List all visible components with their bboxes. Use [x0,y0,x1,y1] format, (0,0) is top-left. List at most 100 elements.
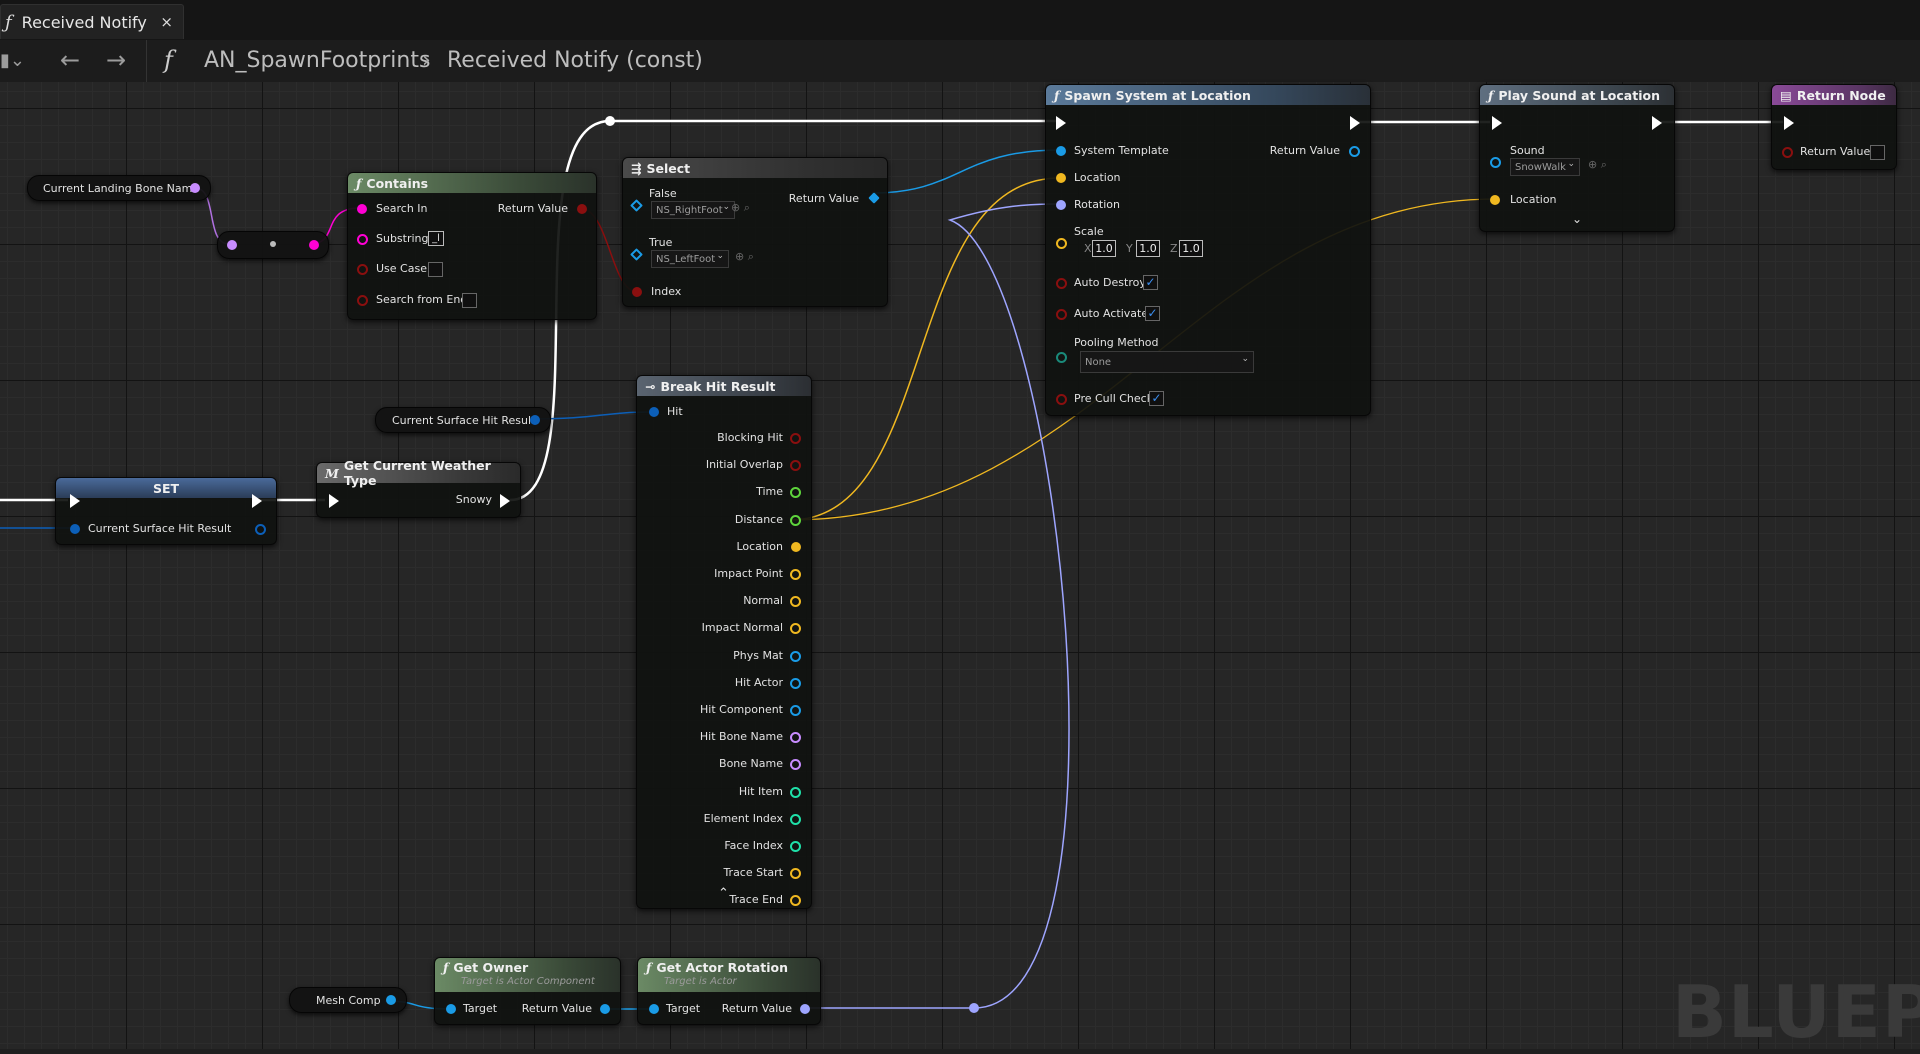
exec-out-pin[interactable] [500,494,510,508]
select-node[interactable]: ⇶Select False NS_RightFoot⌄ ⊕ ⌕ True NS_… [622,157,888,307]
exec-in-pin[interactable] [329,494,339,508]
output-pin[interactable] [790,786,801,798]
browse-icon[interactable]: ⊕ ⌕ [731,201,750,214]
struct-pin[interactable] [649,407,659,417]
object-pin[interactable] [630,248,643,261]
breadcrumb-graph[interactable]: Received Notify (const) [447,48,703,73]
output-pin[interactable] [790,705,801,716]
enum-pin[interactable] [1056,352,1067,363]
struct-pin[interactable] [530,415,540,425]
string-pin[interactable] [357,234,368,245]
object-output-pin[interactable] [868,192,880,204]
vector-pin[interactable] [1490,195,1500,205]
bool-pin[interactable] [357,295,368,306]
chevron-down-icon[interactable]: ⌄ [1572,212,1583,226]
vector-pin[interactable] [1056,173,1066,183]
auto-destroy-checkbox[interactable]: ✓ [1143,275,1158,290]
use-case-checkbox[interactable] [428,262,443,277]
bool-pin[interactable] [357,264,368,275]
scale-x-input[interactable]: 1.0 [1092,240,1116,257]
chevron-up-icon[interactable]: ⌃ [718,886,729,901]
true-asset-picker[interactable]: NS_LeftFoot⌄ [651,250,729,268]
output-pin[interactable] [790,569,801,580]
object-output-pin[interactable] [600,1004,610,1014]
name-input-pin[interactable] [227,240,237,250]
conversion-node[interactable] [217,231,329,259]
string-output-pin[interactable] [309,240,319,250]
bool-pin[interactable] [632,287,642,297]
object-pin[interactable] [446,1004,456,1014]
output-pin[interactable] [790,596,801,608]
output-pin[interactable] [790,487,801,499]
output-pin[interactable] [790,895,801,907]
output-pin[interactable] [790,433,801,444]
output-pin[interactable] [790,460,801,472]
exec-out-pin[interactable] [252,494,262,508]
back-arrow-icon[interactable]: ← [60,46,81,74]
bool-output-pin[interactable] [577,204,587,214]
exec-out-pin[interactable] [1652,116,1662,130]
exec-in-pin[interactable] [70,494,80,508]
exec-out-pin[interactable] [1350,116,1360,130]
exec-in-pin[interactable] [1492,116,1502,130]
scale-y-input[interactable]: 1.0 [1136,240,1160,257]
substring-input[interactable]: _l [428,231,444,246]
bone-name-variable-node[interactable]: Current Landing Bone Name [27,175,211,201]
output-pin[interactable] [790,514,801,526]
struct-pin[interactable] [70,524,80,534]
set-node[interactable]: SET Current Surface Hit Result [55,477,277,545]
object-pin[interactable] [630,199,643,212]
object-output-pin[interactable] [1349,146,1360,157]
close-icon[interactable]: × [160,13,173,31]
return-value-checkbox[interactable] [1870,145,1885,160]
pooling-method-dropdown[interactable]: None⌄ [1080,351,1254,373]
exec-in-pin[interactable] [1056,116,1066,130]
scale-z-input[interactable]: 1.0 [1179,240,1203,257]
rotator-output-pin[interactable] [800,1004,810,1014]
bool-pin[interactable] [1056,394,1067,405]
hit-result-variable-node[interactable]: Current Surface Hit Result [375,407,551,433]
browse-icon[interactable]: ⊕ ⌕ [735,250,754,263]
exec-in-pin[interactable] [1784,116,1794,130]
mesh-comp-variable-node[interactable]: Mesh Comp [289,987,407,1013]
tab-received-notify[interactable]: ƒ Received Notify × [0,4,184,39]
rotator-pin[interactable] [1056,200,1066,210]
sound-asset-picker[interactable]: SnowWalk⌄ [1510,158,1580,176]
output-pin[interactable] [790,677,801,689]
struct-output-pin[interactable] [255,524,266,535]
vector-pin[interactable] [1056,238,1067,249]
output-pin[interactable] [790,732,801,744]
object-pin[interactable] [1490,157,1501,168]
search-from-end-checkbox[interactable] [462,293,477,308]
object-pin[interactable] [386,995,396,1005]
output-pin[interactable] [790,868,801,880]
breadcrumb-blueprint[interactable]: AN_SpawnFootprints [204,48,431,73]
output-pin[interactable] [790,813,801,825]
output-pin[interactable] [790,759,801,771]
bool-pin[interactable] [1056,278,1067,289]
bool-pin[interactable] [1782,147,1793,158]
forward-arrow-icon[interactable]: → [106,46,127,74]
name-pin[interactable] [190,183,200,193]
false-asset-picker[interactable]: NS_RightFoot⌄ [651,201,735,219]
browse-icon[interactable]: ⊕ ⌕ [1588,158,1607,171]
auto-activate-checkbox[interactable]: ✓ [1145,306,1160,321]
string-pin[interactable] [357,204,367,214]
output-pin[interactable] [790,623,801,635]
bookmark-icon[interactable]: ▮⌄ [0,50,25,71]
pre-cull-check-checkbox[interactable]: ✓ [1149,391,1164,406]
object-pin[interactable] [649,1004,659,1014]
bool-pin[interactable] [1056,309,1067,320]
output-pin[interactable] [790,650,801,662]
object-pin[interactable] [1056,146,1066,156]
return-node[interactable]: ▤Return Node Return Value [1771,84,1897,170]
output-pin[interactable] [790,841,801,852]
output-pin[interactable] [791,541,801,552]
